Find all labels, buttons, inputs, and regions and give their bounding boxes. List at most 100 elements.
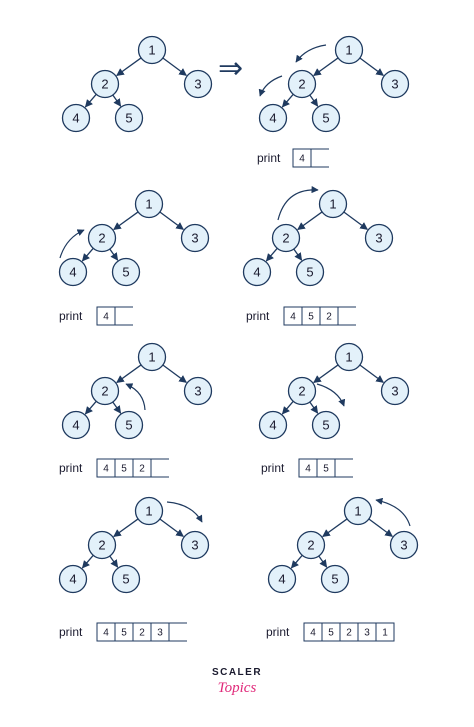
node-circle — [111, 257, 141, 287]
edge-2-5 — [109, 555, 119, 568]
node-circle — [389, 530, 419, 560]
output-cell — [316, 458, 336, 478]
node-label: 5 — [125, 111, 132, 126]
node-circle — [380, 69, 410, 99]
output-cell-value: 2 — [326, 312, 332, 323]
node-label: 5 — [306, 265, 313, 280]
tree-node-4: 4 — [58, 257, 88, 287]
tree-node-5: 5 — [320, 564, 350, 594]
node-circle — [87, 223, 117, 253]
output-cell — [319, 306, 339, 326]
node-circle — [295, 257, 325, 287]
edge-2-5 — [309, 94, 319, 107]
edge-1-2 — [313, 364, 339, 384]
node-label: 4 — [269, 418, 276, 433]
node-circle — [180, 223, 210, 253]
node-circle — [334, 35, 364, 65]
node-label: 2 — [101, 384, 108, 399]
tree-node-2: 2 — [87, 223, 117, 253]
traversal-direction-arrow — [125, 383, 146, 411]
tree-node-3: 3 — [180, 223, 210, 253]
edge-2-4 — [290, 554, 303, 569]
output-cell-value: 3 — [364, 628, 370, 639]
tree-node-2: 2 — [90, 376, 120, 406]
node-label: 1 — [329, 197, 336, 212]
tree-node-1: 1 — [137, 342, 167, 372]
node-circle — [311, 410, 341, 440]
tree-node-3: 3 — [183, 376, 213, 406]
edge-2-4 — [281, 400, 294, 415]
node-circle — [311, 103, 341, 133]
node-label: 2 — [98, 538, 105, 553]
edge-2-5 — [112, 401, 122, 414]
node-label: 4 — [278, 572, 285, 587]
node-label: 1 — [345, 350, 352, 365]
node-circle — [334, 342, 364, 372]
print-label: print — [257, 151, 281, 165]
node-circle — [87, 530, 117, 560]
traversal-direction-arrow — [375, 497, 411, 527]
node-label: 4 — [69, 572, 76, 587]
edge-1-2 — [322, 518, 348, 538]
node-label: 1 — [345, 43, 352, 58]
output-cell-value: 4 — [299, 154, 305, 165]
edge-2-5 — [293, 248, 303, 261]
edge-1-3 — [343, 211, 368, 230]
output-cell-value: 1 — [382, 628, 388, 639]
tree-node-5: 5 — [295, 257, 325, 287]
node-circle — [258, 103, 288, 133]
node-circle — [111, 564, 141, 594]
edge-1-3 — [162, 364, 187, 383]
output-cell — [150, 622, 170, 642]
output-cell-value: 4 — [310, 628, 316, 639]
logo-scaler-text: SCALER — [212, 667, 262, 678]
edge-1-2 — [297, 211, 323, 231]
edge-2-5 — [112, 94, 122, 107]
tree-node-4: 4 — [242, 257, 272, 287]
tree-node-4: 4 — [61, 103, 91, 133]
node-circle — [287, 376, 317, 406]
node-label: 5 — [122, 572, 129, 587]
node-label: 4 — [69, 265, 76, 280]
output-cell-value: 5 — [308, 312, 314, 323]
edge-1-3 — [159, 518, 184, 537]
node-circle — [296, 530, 326, 560]
node-label: 3 — [191, 538, 198, 553]
output-array: 4 — [292, 148, 329, 168]
edge-2-4 — [81, 247, 94, 262]
tree-node-1: 1 — [343, 496, 373, 526]
node-label: 1 — [148, 350, 155, 365]
traversal-direction-arrow — [316, 383, 346, 407]
output-array: 4 — [96, 306, 133, 326]
node-circle — [61, 410, 91, 440]
print-label: print — [59, 461, 83, 475]
edge-1-3 — [162, 57, 187, 76]
edge-1-2 — [113, 211, 139, 231]
tree-node-5: 5 — [114, 103, 144, 133]
node-label: 5 — [125, 418, 132, 433]
output-cell-value: 2 — [139, 464, 145, 475]
tree-node-5: 5 — [114, 410, 144, 440]
node-circle — [137, 342, 167, 372]
tree-node-2: 2 — [87, 530, 117, 560]
node-label: 5 — [331, 572, 338, 587]
node-label: 3 — [194, 77, 201, 92]
node-circle — [61, 103, 91, 133]
output-cell-value: 3 — [157, 628, 163, 639]
node-label: 3 — [391, 77, 398, 92]
output-cell-value: 4 — [305, 464, 311, 475]
output-cell-value: 5 — [328, 628, 334, 639]
node-circle — [320, 564, 350, 594]
node-circle — [58, 257, 88, 287]
tree-node-5: 5 — [311, 410, 341, 440]
traversal-direction-arrow — [295, 44, 327, 63]
